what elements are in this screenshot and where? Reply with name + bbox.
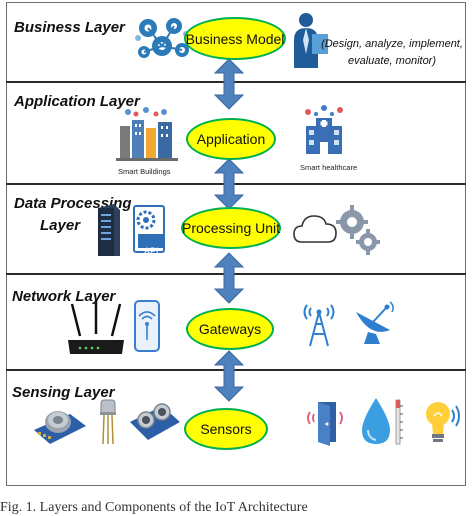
figure-caption: Fig. 1. Layers and Components of the IoT… xyxy=(0,500,308,515)
gas-sensor-module-icon xyxy=(34,411,86,444)
layer-separator xyxy=(6,369,466,371)
layer-title-network: Network Layer xyxy=(12,288,116,305)
server-icon xyxy=(98,204,120,256)
gears-icon xyxy=(336,205,380,255)
component-business-model: Business Model xyxy=(184,17,286,60)
layer-title-application: Application Layer xyxy=(14,93,140,110)
antenna-tower-icon xyxy=(303,304,335,347)
layer-separator xyxy=(6,81,466,83)
layer-title-sensing: Sensing Layer xyxy=(12,384,115,401)
layer-separator xyxy=(6,273,466,275)
arrow-gateways-sensors xyxy=(214,350,244,402)
component-gateways: Gateways xyxy=(186,308,274,350)
businessman-icon xyxy=(294,13,328,68)
cloud-icon xyxy=(293,215,337,243)
satellite-dish-icon xyxy=(356,301,394,344)
ultrasonic-sensor-icon xyxy=(130,403,180,440)
smart-buildings-caption: Smart Buildings xyxy=(118,167,171,176)
smart-healthcare-icon xyxy=(305,105,343,154)
wireless-sensor-icon xyxy=(134,300,160,352)
water-level-sensor-icon xyxy=(362,398,403,445)
business-note: (Design, analyze, implement, evaluate, m… xyxy=(320,36,464,70)
arrow-processing-gateways xyxy=(214,252,244,304)
component-processing-unit: Processing Unit xyxy=(181,207,281,249)
component-sensors: Sensors xyxy=(184,408,268,450)
light-bulb-sensor-icon xyxy=(426,402,460,442)
api-gear-icon xyxy=(133,205,165,253)
component-application: Application xyxy=(186,118,276,160)
gears-network-icon xyxy=(135,18,189,58)
business-note-line-1: (Design, analyze, implement, xyxy=(321,38,463,50)
business-note-line-2: evaluate, monitor) xyxy=(347,55,437,67)
layer-title-business: Business Layer xyxy=(14,19,125,36)
router-icon xyxy=(68,300,124,354)
arrow-application-processing xyxy=(214,158,244,210)
layer-title-data-processing-line-2: Layer xyxy=(40,217,81,234)
temperature-sensor-icon xyxy=(100,399,116,445)
arrow-business-application xyxy=(214,58,244,110)
door-sensor-icon xyxy=(307,402,343,446)
api-label: API xyxy=(144,246,159,256)
layer-separator xyxy=(6,183,466,185)
smart-buildings-icon xyxy=(116,107,178,161)
smart-healthcare-caption: Smart healthcare xyxy=(300,163,358,172)
